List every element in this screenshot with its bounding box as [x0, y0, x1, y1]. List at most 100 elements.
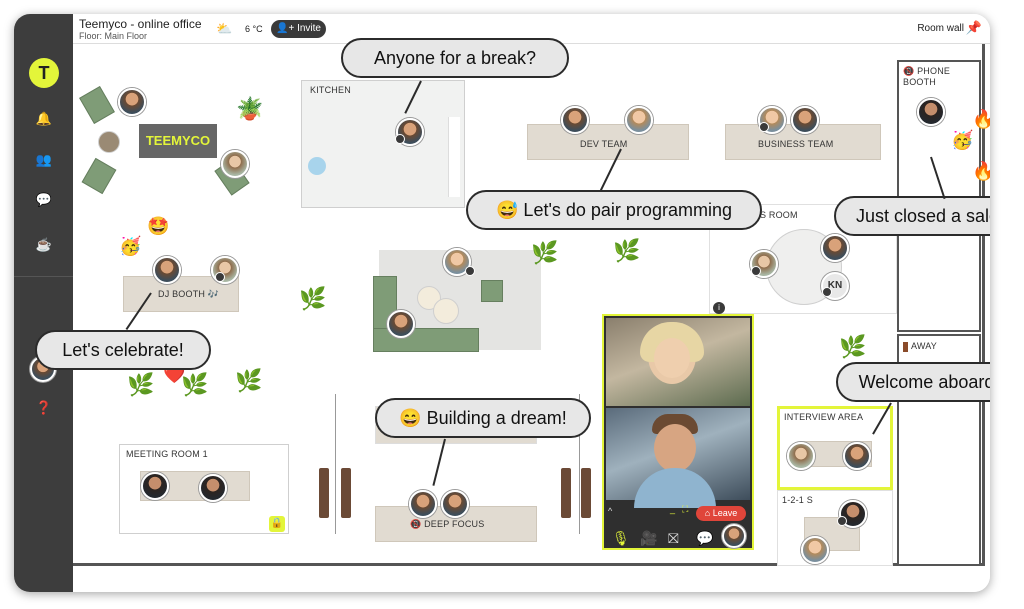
weather-icon: ⛅	[216, 21, 233, 36]
title-bar: Teemyco - online office Floor: Main Floo…	[73, 14, 990, 44]
phone-booth-label: 📵 PHONE BOOTH	[903, 66, 979, 87]
bookshelf	[319, 468, 329, 518]
one-to-one-room[interactable]: 1-2-1 S	[777, 490, 893, 566]
one-to-one-label: 1-2-1 S	[782, 495, 813, 505]
speech-bubble-celebrate: Let's celebrate!	[35, 330, 211, 370]
avatar[interactable]	[917, 98, 945, 126]
plant-icon: 🌿	[299, 286, 327, 311]
away-door-icon	[903, 342, 908, 352]
deep-focus-label: 📵 DEEP FOCUS	[410, 519, 484, 530]
avatar[interactable]	[141, 472, 169, 500]
pin-icon[interactable]: 📌	[965, 20, 982, 35]
dev-team-desk[interactable]: DEV TEAM	[527, 124, 689, 160]
speech-bubble-sale: Just closed a sale!	[834, 196, 990, 236]
fire-icon: 🔥	[972, 161, 990, 181]
interview-area-label: INTERVIEW AREA	[784, 412, 864, 422]
avatar[interactable]	[199, 474, 227, 502]
bookshelf	[561, 468, 571, 518]
participant-face	[654, 424, 696, 472]
interview-area-room[interactable]: INTERVIEW AREA	[777, 406, 893, 490]
avatar[interactable]	[409, 490, 437, 518]
microphone-icon[interactable]: 🎙	[612, 530, 630, 546]
avatar[interactable]	[387, 310, 415, 338]
away-label: AWAY	[911, 341, 937, 351]
speech-bubble-pair-programming: 😅 Let's do pair programming	[466, 190, 762, 230]
avatar[interactable]	[441, 490, 469, 518]
avatar[interactable]	[561, 106, 589, 134]
mic-muted-icon	[759, 122, 769, 132]
party-face-icon: 🥳	[119, 236, 142, 256]
avatar[interactable]	[843, 442, 871, 470]
avatar[interactable]	[396, 118, 424, 146]
video-feed-participant-1[interactable]	[606, 318, 750, 406]
room-divider	[335, 394, 336, 534]
collapse-icon[interactable]: ^	[608, 506, 613, 516]
sidebar-divider	[14, 276, 73, 277]
chat-icon[interactable]: 💬	[696, 530, 714, 546]
avatar[interactable]	[221, 150, 249, 178]
mic-muted-icon	[395, 134, 405, 144]
avatar[interactable]	[153, 256, 181, 284]
plant-icon: 🌿	[531, 240, 559, 265]
mic-muted-icon	[837, 516, 847, 526]
kitchen-room[interactable]: KITCHEN	[301, 80, 465, 208]
bookshelf	[341, 468, 351, 518]
room-divider	[579, 394, 580, 534]
dj-booth-name: DJ BOOTH	[158, 289, 206, 299]
floor-outline	[73, 44, 985, 566]
plant-icon: 🪴	[236, 96, 264, 121]
avatar[interactable]	[801, 536, 829, 564]
fire-icon: 🔥	[972, 109, 990, 129]
add-user-icon: 👤+	[276, 23, 295, 34]
coffee-icon[interactable]: ☕	[35, 237, 53, 252]
info-icon[interactable]: i	[713, 302, 725, 314]
video-feed-participant-2[interactable]	[606, 408, 750, 508]
video-off-icon: 📵	[410, 519, 422, 529]
deep-focus-desk[interactable]: 📵 DEEP FOCUS	[375, 506, 537, 542]
help-icon[interactable]: ❓	[35, 400, 53, 415]
temperature-label: 6 °C	[245, 24, 263, 34]
plant-icon: 🌿	[181, 372, 209, 397]
camera-icon[interactable]: 🎥	[640, 530, 658, 546]
video-icon	[465, 266, 475, 276]
party-face-icon: 🥳	[951, 130, 974, 150]
leave-label: Leave	[712, 508, 738, 518]
floor-label[interactable]: Floor: Main Floor	[79, 31, 148, 41]
avatar[interactable]	[821, 234, 849, 262]
plant-icon: 🌿	[839, 334, 867, 359]
phone-booth-name: PHONE BOOTH	[903, 66, 951, 87]
room-wall-label[interactable]: Room wall	[917, 23, 964, 34]
avatar[interactable]	[791, 106, 819, 134]
video-call-panel[interactable]: ^ _ ⛶ ⌂ Leave 🎙 🎥 ⛝ 💬	[602, 314, 754, 550]
lock-icon[interactable]: 🔒	[269, 516, 285, 532]
speech-bubble-break: Anyone for a break?	[341, 38, 569, 78]
avatar[interactable]	[787, 442, 815, 470]
kitchen-label: KITCHEN	[310, 85, 351, 95]
chat-icon[interactable]: 💬	[35, 192, 53, 207]
app-window: T 🔔 👥 💬 ☕ ❓ Teemyco - online office Floo…	[14, 14, 990, 592]
avatar[interactable]	[118, 88, 146, 116]
star-struck-icon: 🤩	[147, 216, 170, 236]
avatar[interactable]	[211, 256, 239, 284]
plant-icon: 🌿	[235, 368, 263, 393]
business-team-label: BUSINESS TEAM	[758, 139, 834, 149]
minimize-icon[interactable]: _	[670, 504, 676, 514]
fullscreen-icon[interactable]: ⛶	[682, 504, 689, 514]
teemyco-sign: TEEMYCO	[139, 124, 217, 158]
sink-icon	[308, 157, 326, 175]
app-title: Teemyco - online office	[79, 17, 202, 31]
boardroom-label: S ROOM	[760, 210, 798, 220]
leave-button[interactable]: ⌂ Leave	[696, 506, 746, 521]
mic-muted-icon	[822, 287, 832, 297]
teemyco-logo-icon[interactable]: T	[29, 58, 59, 88]
screen-share-off-icon[interactable]: ⛝	[668, 530, 679, 546]
self-avatar[interactable]	[722, 524, 746, 548]
bookshelf	[581, 468, 591, 518]
participant-shirt	[634, 468, 716, 508]
people-icon[interactable]: 👥	[35, 152, 53, 167]
speech-bubble-welcome: Welcome aboard!	[836, 362, 990, 402]
bell-icon[interactable]: 🔔	[35, 111, 53, 126]
invite-button[interactable]: 👤+ Invite	[271, 20, 326, 38]
avatar[interactable]	[625, 106, 653, 134]
dev-team-label: DEV TEAM	[580, 139, 628, 149]
